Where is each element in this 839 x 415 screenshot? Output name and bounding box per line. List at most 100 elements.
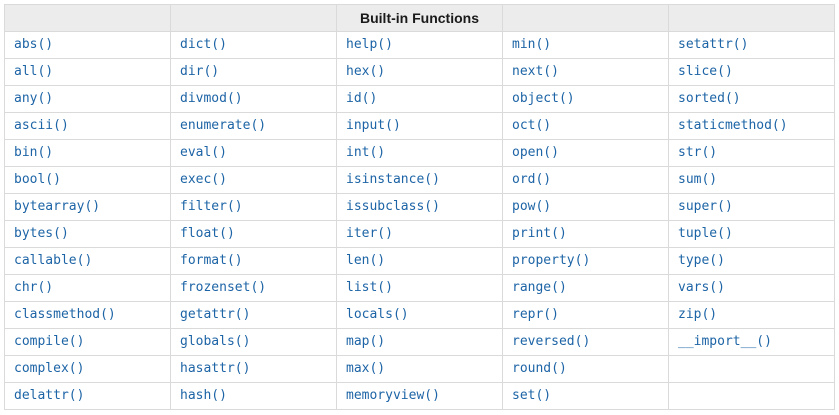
table-cell: range() bbox=[502, 274, 669, 302]
table-cell: vars() bbox=[668, 274, 835, 302]
table-cell: bin() bbox=[4, 139, 171, 167]
function-link[interactable]: range() bbox=[512, 280, 567, 295]
function-link[interactable]: all() bbox=[14, 64, 54, 79]
function-link[interactable]: set() bbox=[512, 388, 552, 403]
function-link[interactable]: list() bbox=[346, 280, 393, 295]
function-link[interactable]: delattr() bbox=[14, 388, 85, 403]
table-cell: ord() bbox=[502, 166, 669, 194]
table-cell: staticmethod() bbox=[668, 112, 835, 140]
function-link[interactable]: globals() bbox=[180, 334, 251, 349]
function-link[interactable]: zip() bbox=[678, 307, 718, 322]
function-link[interactable]: bytearray() bbox=[14, 199, 101, 214]
function-link[interactable]: divmod() bbox=[180, 91, 243, 106]
function-link[interactable]: bytes() bbox=[14, 226, 69, 241]
table-cell: getattr() bbox=[170, 301, 337, 329]
function-link[interactable]: any() bbox=[14, 91, 54, 106]
function-link[interactable]: open() bbox=[512, 145, 559, 160]
table-cell: type() bbox=[668, 247, 835, 275]
function-link[interactable]: complex() bbox=[14, 361, 85, 376]
table-cell: reversed() bbox=[502, 328, 669, 356]
function-link[interactable]: hasattr() bbox=[180, 361, 251, 376]
function-link[interactable]: super() bbox=[678, 199, 733, 214]
function-link[interactable]: min() bbox=[512, 37, 552, 52]
table-cell: format() bbox=[170, 247, 337, 275]
function-link[interactable]: ascii() bbox=[14, 118, 69, 133]
empty-cell bbox=[668, 355, 835, 383]
function-link[interactable]: repr() bbox=[512, 307, 559, 322]
function-link[interactable]: int() bbox=[346, 145, 386, 160]
function-link[interactable]: enumerate() bbox=[180, 118, 267, 133]
table-cell: help() bbox=[336, 31, 503, 59]
table-cell: bytearray() bbox=[4, 193, 171, 221]
table-cell: str() bbox=[668, 139, 835, 167]
function-link[interactable]: max() bbox=[346, 361, 386, 376]
function-link[interactable]: property() bbox=[512, 253, 591, 268]
function-link[interactable]: sum() bbox=[678, 172, 718, 187]
table-cell: id() bbox=[336, 85, 503, 113]
function-link[interactable]: ord() bbox=[512, 172, 552, 187]
function-link[interactable]: hex() bbox=[346, 64, 386, 79]
table-cell: dir() bbox=[170, 58, 337, 86]
table-cell: any() bbox=[4, 85, 171, 113]
function-link[interactable]: str() bbox=[678, 145, 718, 160]
function-link[interactable]: len() bbox=[346, 253, 386, 268]
header-cell-empty bbox=[4, 4, 171, 32]
function-link[interactable]: round() bbox=[512, 361, 567, 376]
function-link[interactable]: dir() bbox=[180, 64, 220, 79]
table-row: ascii() enumerate() input() oct() staticmeth… bbox=[4, 112, 835, 140]
table-cell: repr() bbox=[502, 301, 669, 329]
function-link[interactable]: filter() bbox=[180, 199, 243, 214]
function-link[interactable]: bool() bbox=[14, 172, 61, 187]
function-link[interactable]: eval() bbox=[180, 145, 227, 160]
function-link[interactable]: sorted() bbox=[678, 91, 741, 106]
table-cell: divmod() bbox=[170, 85, 337, 113]
function-link[interactable]: dict() bbox=[180, 37, 227, 52]
function-link[interactable]: exec() bbox=[180, 172, 227, 187]
function-link[interactable]: help() bbox=[346, 37, 393, 52]
function-link[interactable]: abs() bbox=[14, 37, 54, 52]
table-cell: __import__() bbox=[668, 328, 835, 356]
function-link[interactable]: isinstance() bbox=[346, 172, 440, 187]
function-link[interactable]: format() bbox=[180, 253, 243, 268]
function-link[interactable]: map() bbox=[346, 334, 386, 349]
function-link[interactable]: __import__() bbox=[678, 334, 772, 349]
function-link[interactable]: issubclass() bbox=[346, 199, 440, 214]
table-cell: locals() bbox=[336, 301, 503, 329]
table-cell: delattr() bbox=[4, 382, 171, 410]
function-link[interactable]: memoryview() bbox=[346, 388, 440, 403]
function-link[interactable]: next() bbox=[512, 64, 559, 79]
function-link[interactable]: pow() bbox=[512, 199, 552, 214]
function-link[interactable]: iter() bbox=[346, 226, 393, 241]
table-cell: sorted() bbox=[668, 85, 835, 113]
table-cell: oct() bbox=[502, 112, 669, 140]
function-link[interactable]: hash() bbox=[180, 388, 227, 403]
function-link[interactable]: getattr() bbox=[180, 307, 251, 322]
table-cell: property() bbox=[502, 247, 669, 275]
function-link[interactable]: id() bbox=[346, 91, 378, 106]
table-cell: sum() bbox=[668, 166, 835, 194]
function-link[interactable]: setattr() bbox=[678, 37, 749, 52]
function-link[interactable]: bin() bbox=[14, 145, 54, 160]
function-link[interactable]: slice() bbox=[678, 64, 733, 79]
function-link[interactable]: classmethod() bbox=[14, 307, 116, 322]
function-link[interactable]: chr() bbox=[14, 280, 54, 295]
function-link[interactable]: reversed() bbox=[512, 334, 591, 349]
function-link[interactable]: tuple() bbox=[678, 226, 733, 241]
table-cell: hash() bbox=[170, 382, 337, 410]
function-link[interactable]: frozenset() bbox=[180, 280, 267, 295]
function-link[interactable]: locals() bbox=[346, 307, 409, 322]
table-body: abs() dict() help() min() setattr() all() dir(… bbox=[4, 31, 835, 410]
function-link[interactable]: staticmethod() bbox=[678, 118, 788, 133]
function-link[interactable]: object() bbox=[512, 91, 575, 106]
function-link[interactable]: input() bbox=[346, 118, 401, 133]
table-row: callable() format() len() property() type() bbox=[4, 247, 835, 275]
function-link[interactable]: oct() bbox=[512, 118, 552, 133]
function-link[interactable]: compile() bbox=[14, 334, 85, 349]
function-link[interactable]: print() bbox=[512, 226, 567, 241]
function-link[interactable]: callable() bbox=[14, 253, 93, 268]
function-link[interactable]: float() bbox=[180, 226, 235, 241]
function-link[interactable]: type() bbox=[678, 253, 725, 268]
table-cell: issubclass() bbox=[336, 193, 503, 221]
function-link[interactable]: vars() bbox=[678, 280, 725, 295]
